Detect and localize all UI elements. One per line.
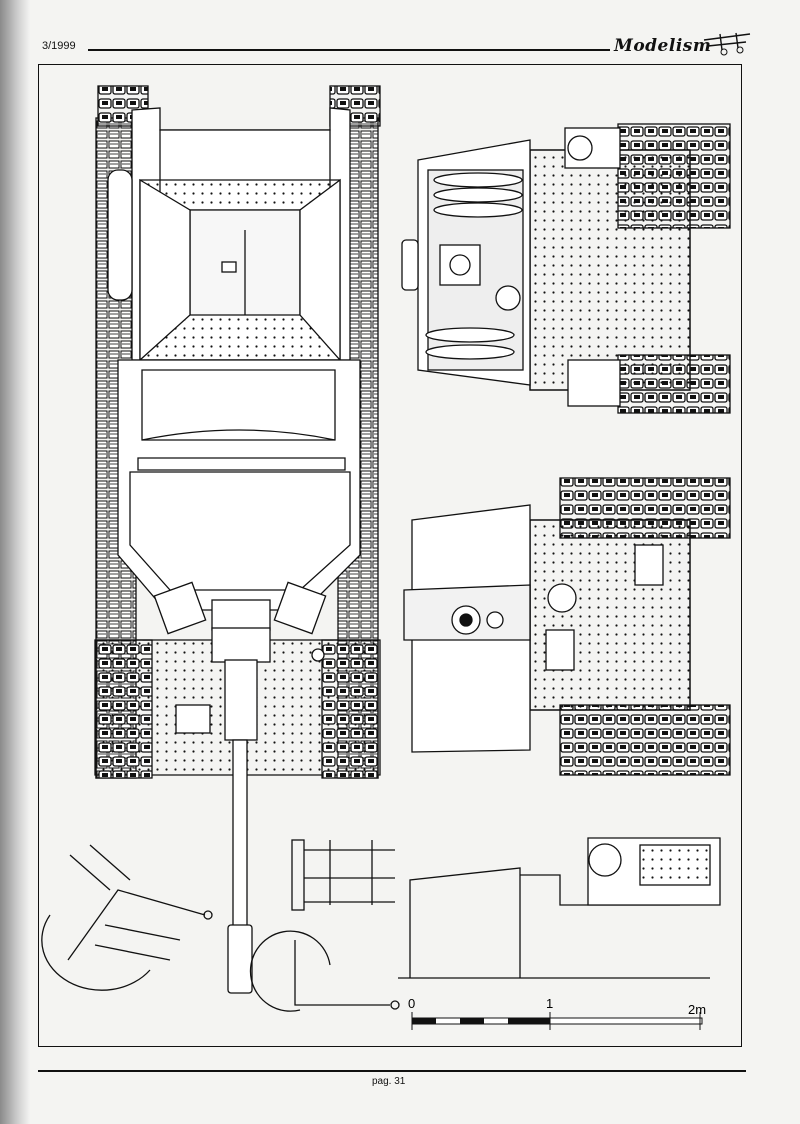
scale-label-0: 0 (408, 996, 415, 1011)
rear-view-drawing (403, 477, 731, 776)
header-rule (88, 49, 610, 51)
scale-label-1: 1 (546, 996, 553, 1011)
top-view-drawing (94, 85, 381, 994)
issue-number: 3/1999 (42, 40, 76, 52)
magazine-logo: Modelism (614, 36, 712, 56)
front-view-drawing (401, 123, 731, 414)
hinge-detail-drawing (41, 844, 213, 991)
page-number: pag. 31 (372, 1076, 406, 1087)
page-shadow (0, 0, 30, 1124)
scale-bar: 0 1 2m (408, 996, 706, 1030)
footer-rule (38, 1070, 746, 1072)
scale-label-2m: 2m (688, 1002, 706, 1017)
biplane-logo-icon (703, 32, 751, 56)
drawing-frame (38, 64, 742, 1047)
side-section-drawing (398, 837, 721, 979)
ladder-detail-drawing (249, 839, 400, 1012)
